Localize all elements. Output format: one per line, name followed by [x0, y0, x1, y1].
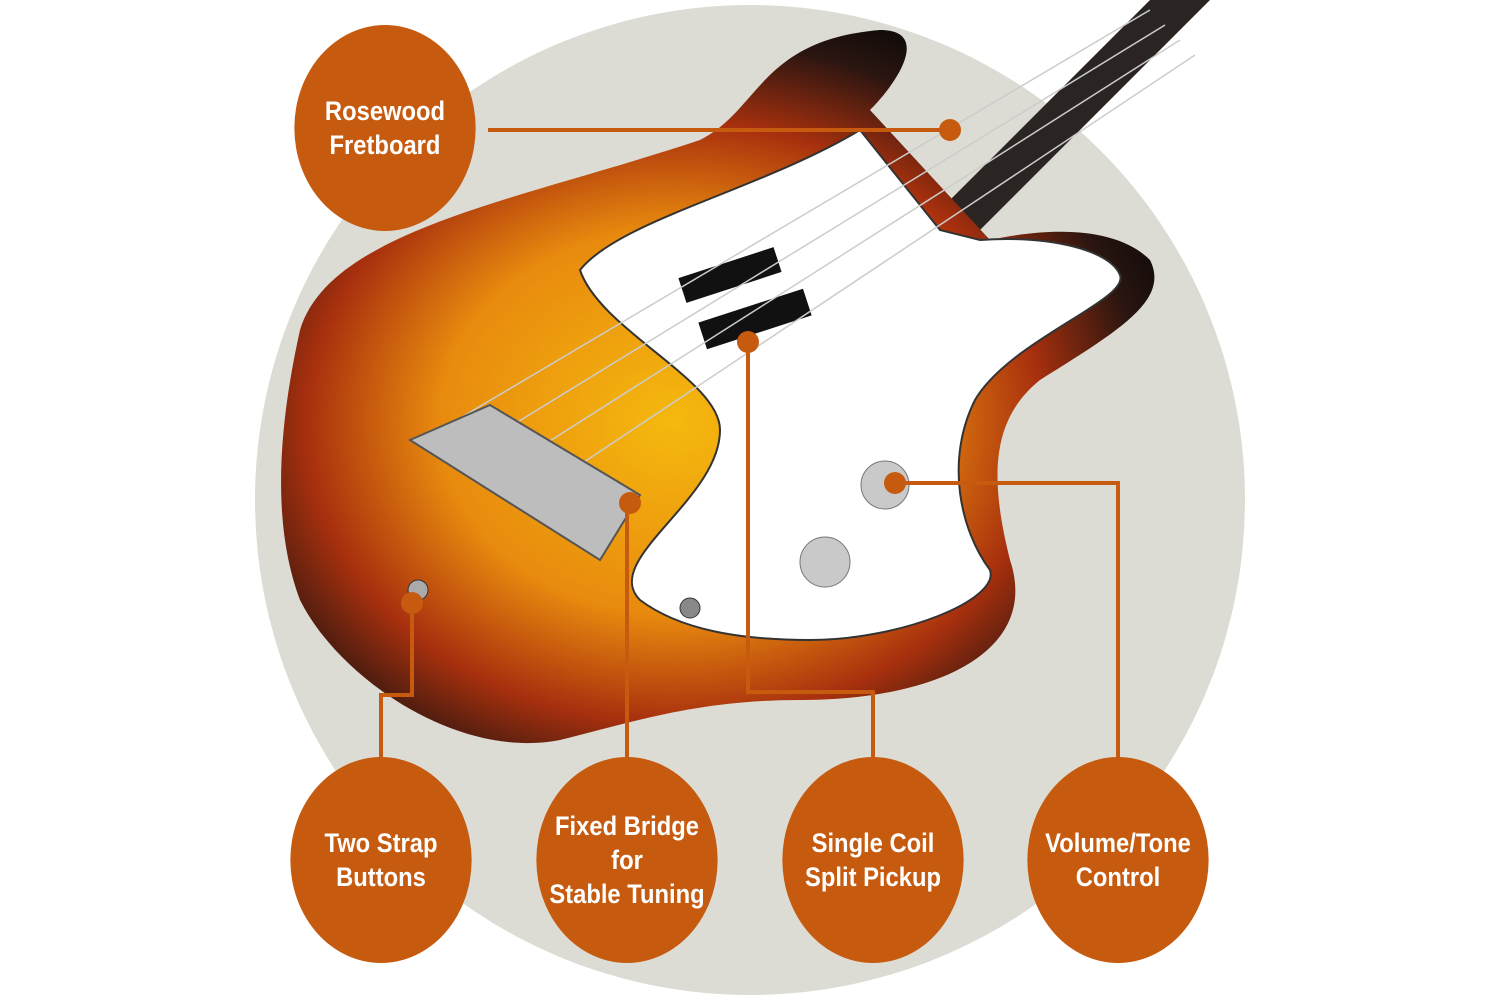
callout-two-strap-buttons: Two Strap Buttons [290, 757, 472, 963]
tone-knob [799, 536, 851, 588]
callout-rosewood-fretboard: Rosewood Fretboard [294, 25, 476, 231]
callout-label: Fixed Bridge for Stable Tuning [549, 811, 705, 909]
callout-fixed-bridge: Fixed Bridge for Stable Tuning [536, 757, 718, 963]
pickup-lower [698, 288, 812, 350]
callout-label: Single Coil Split Pickup [805, 828, 941, 892]
fretboard [920, 0, 1210, 235]
callout-volume-tone-control: Volume/Tone Control [1027, 757, 1209, 963]
callout-single-coil-split-pickup: Single Coil Split Pickup [782, 757, 964, 963]
leader-dots [401, 119, 961, 614]
leader-lines [379, 128, 1120, 757]
pickup-upper [678, 247, 782, 303]
bridge [407, 403, 642, 562]
callout-label: Volume/Tone Control [1045, 828, 1191, 892]
callout-label: Rosewood Fretboard [324, 96, 446, 160]
callout-label: Two Strap Buttons [324, 828, 438, 892]
pickguard [578, 128, 1122, 642]
strings [439, 9, 1196, 479]
output-jack [679, 597, 701, 619]
